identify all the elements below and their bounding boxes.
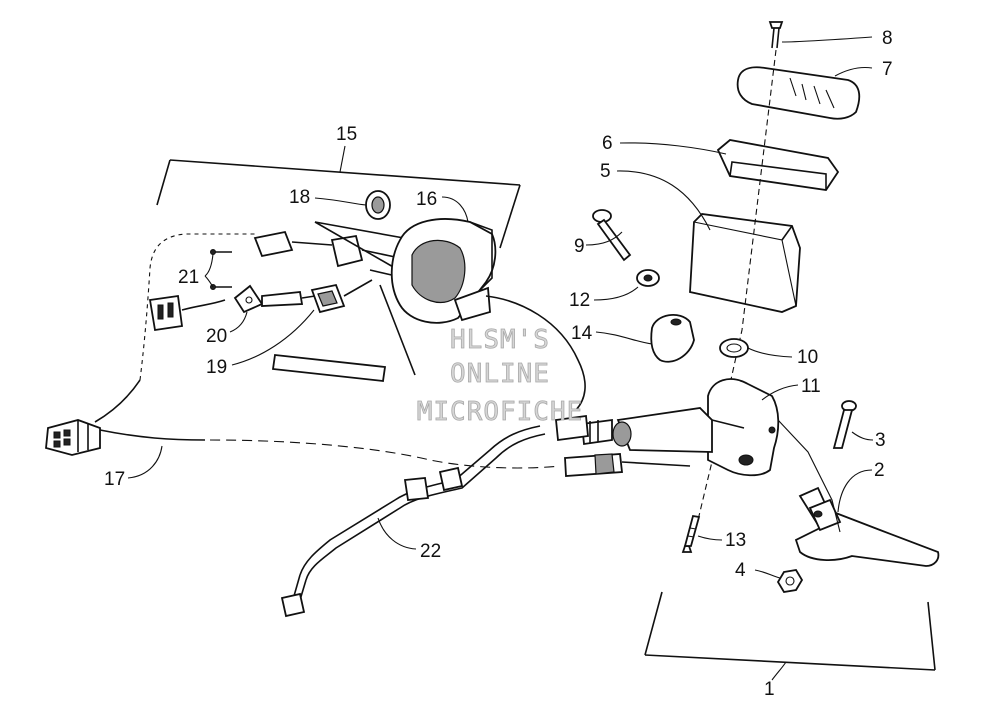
leader-lines — [127, 36, 874, 681]
lever-axis-line — [777, 419, 841, 533]
master-cylinder-11 — [581, 378, 780, 477]
callout-4: 4 — [735, 560, 746, 581]
grommet-18 — [365, 190, 391, 220]
screw-9 — [592, 209, 632, 262]
watermark-line-3: MICROFICHE — [417, 397, 584, 427]
watermark-line-1: HLSM'S — [450, 325, 550, 355]
brake-lever-2 — [794, 486, 940, 567]
callout-20: 20 — [206, 326, 227, 347]
callout-21: 21 — [178, 267, 199, 288]
callout-13: 13 — [725, 530, 746, 551]
callout-5: 5 — [600, 161, 611, 182]
callout-2: 2 — [874, 460, 885, 481]
callout-17: 17 — [104, 469, 125, 490]
switch-bracket-20 — [233, 284, 316, 314]
callout-1: 1 — [764, 679, 775, 700]
brake-switch — [564, 453, 691, 477]
cover-plate — [271, 354, 387, 382]
switch-19 — [310, 279, 373, 314]
clamp-14 — [650, 314, 695, 363]
callout-7: 7 — [882, 59, 893, 80]
reservoir-5 — [689, 213, 801, 313]
callout-6: 6 — [602, 133, 613, 154]
screw-8 — [768, 21, 784, 49]
callout-12: 12 — [569, 290, 590, 311]
assembly-centerline — [697, 49, 777, 521]
callout-8: 8 — [882, 28, 893, 49]
callout-14: 14 — [571, 323, 593, 344]
reservoir-cover-7 — [736, 66, 861, 120]
wiring-harness-17 — [45, 233, 561, 469]
callout-19: 19 — [206, 357, 227, 378]
diaphragm-6 — [716, 139, 840, 191]
watermark-line-2: ONLINE — [450, 359, 550, 389]
callout-22: 22 — [420, 541, 441, 562]
nut-4 — [776, 569, 804, 593]
switch-housing-16 — [314, 218, 586, 411]
callout-10: 10 — [797, 347, 818, 368]
brake-hose-22 — [280, 414, 589, 618]
callout-15: 15 — [336, 124, 357, 145]
watermark: HLSM'S ONLINE MICROFICHE — [416, 325, 584, 428]
screw-21 — [210, 249, 232, 290]
assembly-bracket-15 — [156, 159, 521, 249]
seal-10 — [719, 338, 749, 358]
callout-18: 18 — [289, 187, 310, 208]
callout-9: 9 — [574, 236, 585, 257]
callout-3: 3 — [875, 430, 886, 451]
pivot-bolt-3 — [832, 400, 857, 449]
callout-labels: 1 2 3 4 5 6 7 8 9 10 11 12 13 14 15 16 1… — [104, 28, 893, 700]
switch-upper — [253, 230, 401, 268]
callout-11: 11 — [801, 376, 821, 397]
assembly-bracket-1 — [644, 591, 936, 671]
callout-16: 16 — [416, 189, 437, 210]
screw-13 — [681, 514, 701, 553]
switch-connector — [148, 294, 226, 332]
washer-12 — [636, 269, 660, 287]
